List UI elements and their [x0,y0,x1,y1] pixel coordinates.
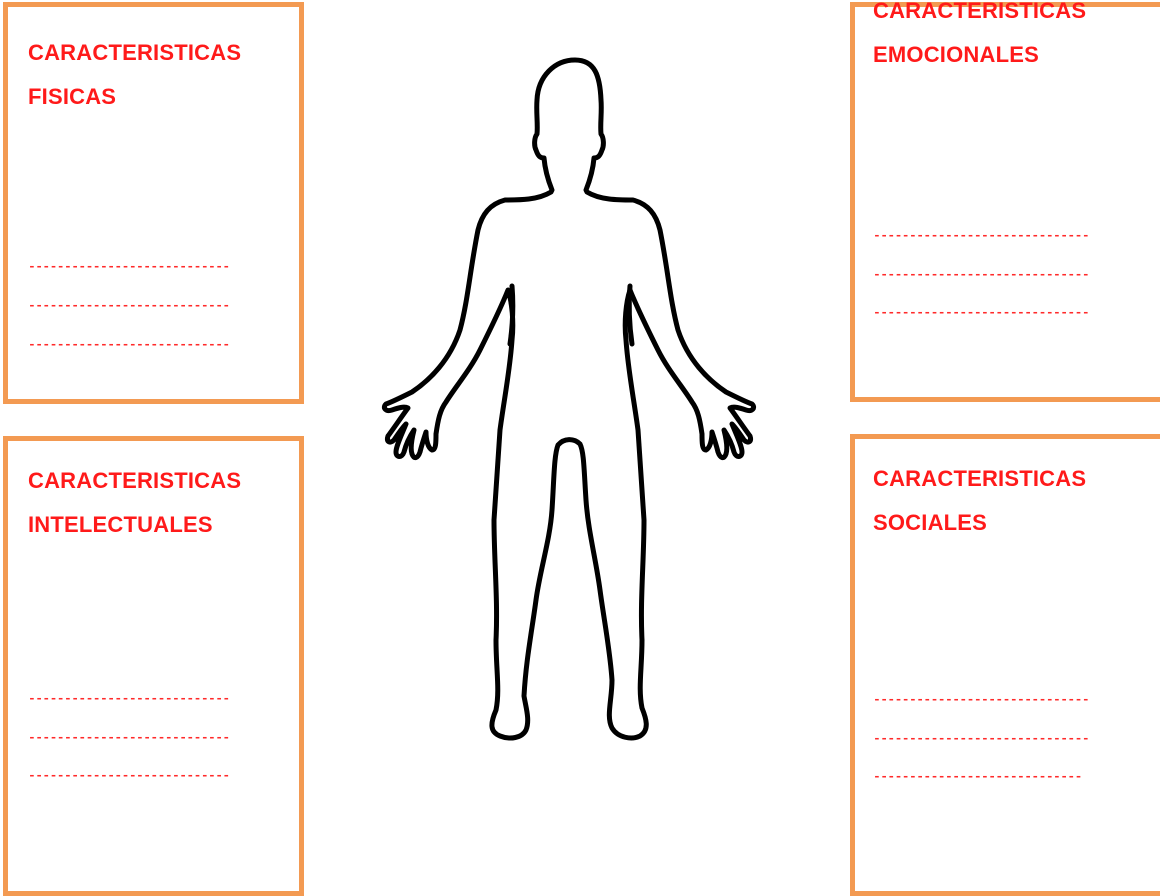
answer-line[interactable]: ------------------------------ [873,693,1143,707]
answer-line[interactable]: ------------------------------ [873,268,1143,282]
answer-line[interactable]: ------------------------------ [873,732,1143,746]
box-title-fisicas: CARACTERISTICAS FISICAS [28,31,241,119]
answer-line[interactable]: ---------------------------- [28,260,280,274]
answer-line[interactable]: ------------------------------ [873,229,1143,243]
human-body-outline-icon [360,40,800,770]
box-caracteristicas-intelectuales: CARACTERISTICAS INTELECTUALES ----------… [3,436,304,896]
answer-line[interactable]: ---------------------------- [28,769,280,783]
answer-line[interactable]: ---------------------------- [28,338,280,352]
answer-line[interactable]: ---------------------------- [28,299,280,313]
answer-line[interactable]: ---------------------------- [28,731,280,745]
box-caracteristicas-sociales: CARACTERISTICAS SOCIALES ---------------… [850,434,1160,896]
box-caracteristicas-emocionales: CARACTERISTICAS EMOCIONALES ------------… [850,2,1160,402]
box-title-sociales: CARACTERISTICAS SOCIALES [873,457,1086,545]
box-caracteristicas-fisicas: CARACTERISTICAS FISICAS ----------------… [3,2,304,404]
answer-line[interactable]: ----------------------------- [873,770,1131,784]
answer-line[interactable]: ---------------------------- [28,692,280,706]
answer-line[interactable]: ------------------------------ [873,306,1143,320]
box-title-emocionales: CARACTERISTICAS EMOCIONALES [873,0,1086,77]
box-title-intelectuales: CARACTERISTICAS INTELECTUALES [28,459,241,547]
